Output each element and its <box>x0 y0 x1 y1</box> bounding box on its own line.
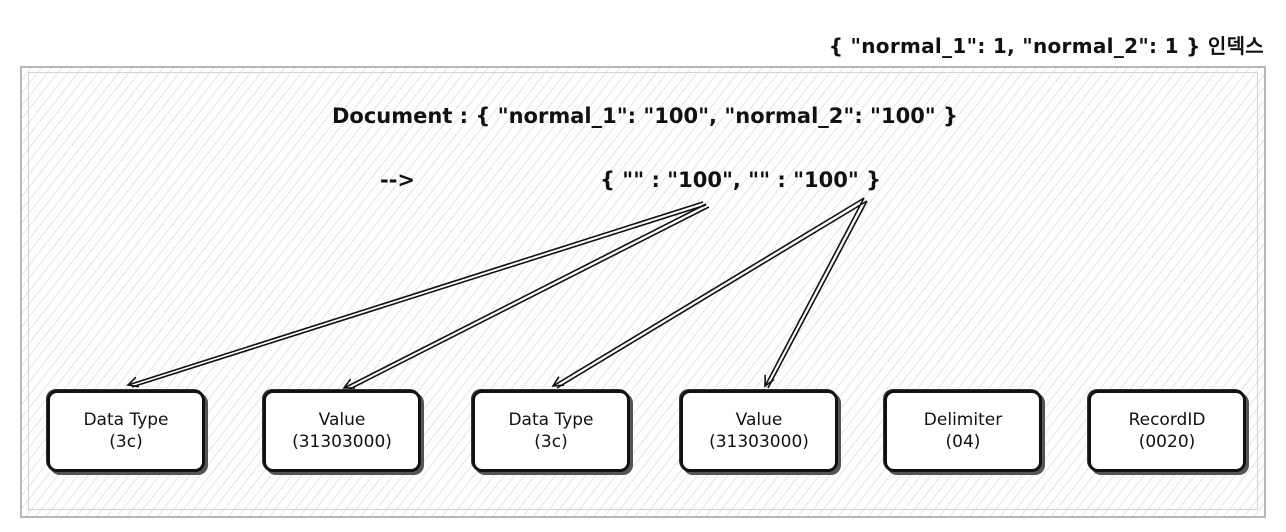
box-value: (04) <box>945 432 981 452</box>
arrow-to-data-type-1 <box>128 201 704 385</box>
box-value: (31303000) <box>709 432 809 452</box>
document-line: Document : { "normal_1": "100", "normal_… <box>332 104 959 128</box>
box-value: (3c) <box>534 432 568 452</box>
value-box-2: Value (31303000) <box>680 390 838 472</box>
index-title: { "normal_1": 1, "normal_2": 1 } 인덱스 <box>828 34 1264 58</box>
box-label: Delimiter <box>923 410 1003 430</box>
value-box-1: Value (31303000) <box>263 390 421 472</box>
arrow-to-value-1 <box>344 203 707 388</box>
arrow-to-value-2 <box>765 197 865 386</box>
arrow-to-data-type-2 <box>553 197 865 386</box>
box-value: (3c) <box>109 432 143 452</box>
box-value: (0020) <box>1138 432 1196 452</box>
box-label: RecordID <box>1128 410 1206 430</box>
box-label: Value <box>318 410 366 430</box>
data-type-box-1: Data Type (3c) <box>47 390 205 472</box>
box-label: Value <box>735 410 783 430</box>
data-type-box-2: Data Type (3c) <box>472 390 630 472</box>
arrow-text: --> <box>380 168 416 192</box>
box-label: Data Type <box>508 410 594 430</box>
delimiter-box: Delimiter (04) <box>884 390 1042 472</box>
box-value: (31303000) <box>292 432 392 452</box>
diagram-frame <box>20 66 1266 518</box>
box-label: Data Type <box>83 410 169 430</box>
record-id-box: RecordID (0020) <box>1088 390 1246 472</box>
result-line: { "" : "100", "" : "100" } <box>600 168 882 192</box>
